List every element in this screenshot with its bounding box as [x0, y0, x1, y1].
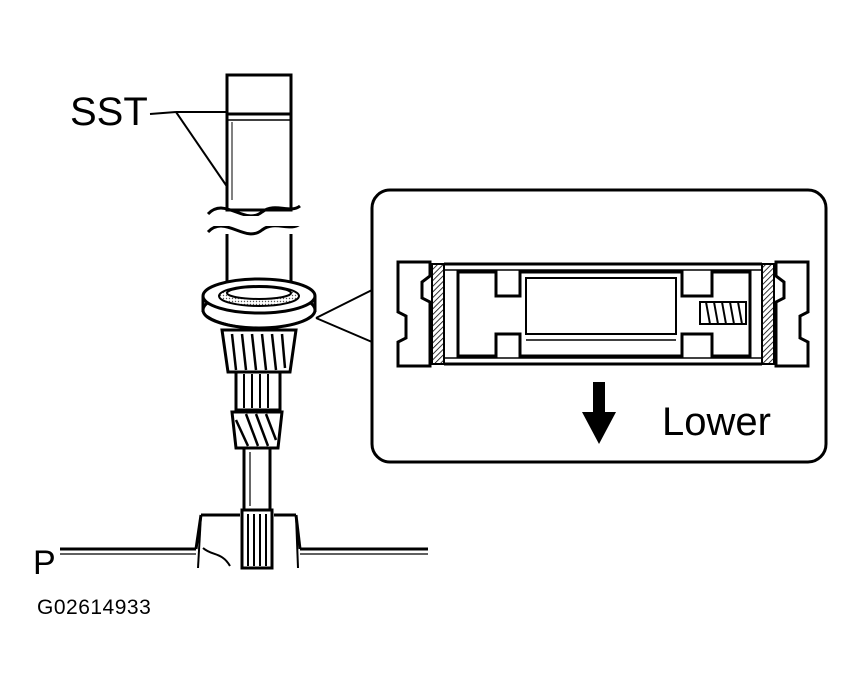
- spline-hub: [234, 370, 282, 412]
- lower-label: Lower: [662, 400, 771, 444]
- press-base: [60, 513, 428, 569]
- callout-connector: [315, 289, 373, 343]
- figure-code: G02614933: [37, 596, 152, 619]
- helical-gear: [230, 410, 284, 450]
- press-label: P: [33, 544, 56, 582]
- upper-gear: [220, 328, 298, 374]
- shaft-break-mark: [206, 204, 301, 236]
- down-arrow-icon: [582, 382, 616, 444]
- break-gap: [210, 216, 302, 226]
- output-shaft: [240, 446, 274, 570]
- bearing-cross-section: [396, 260, 810, 368]
- sst-leader-lines: [149, 111, 229, 189]
- sst-upper-shaft: [225, 73, 293, 212]
- bearing: [201, 277, 317, 330]
- sst-label: SST: [70, 90, 148, 134]
